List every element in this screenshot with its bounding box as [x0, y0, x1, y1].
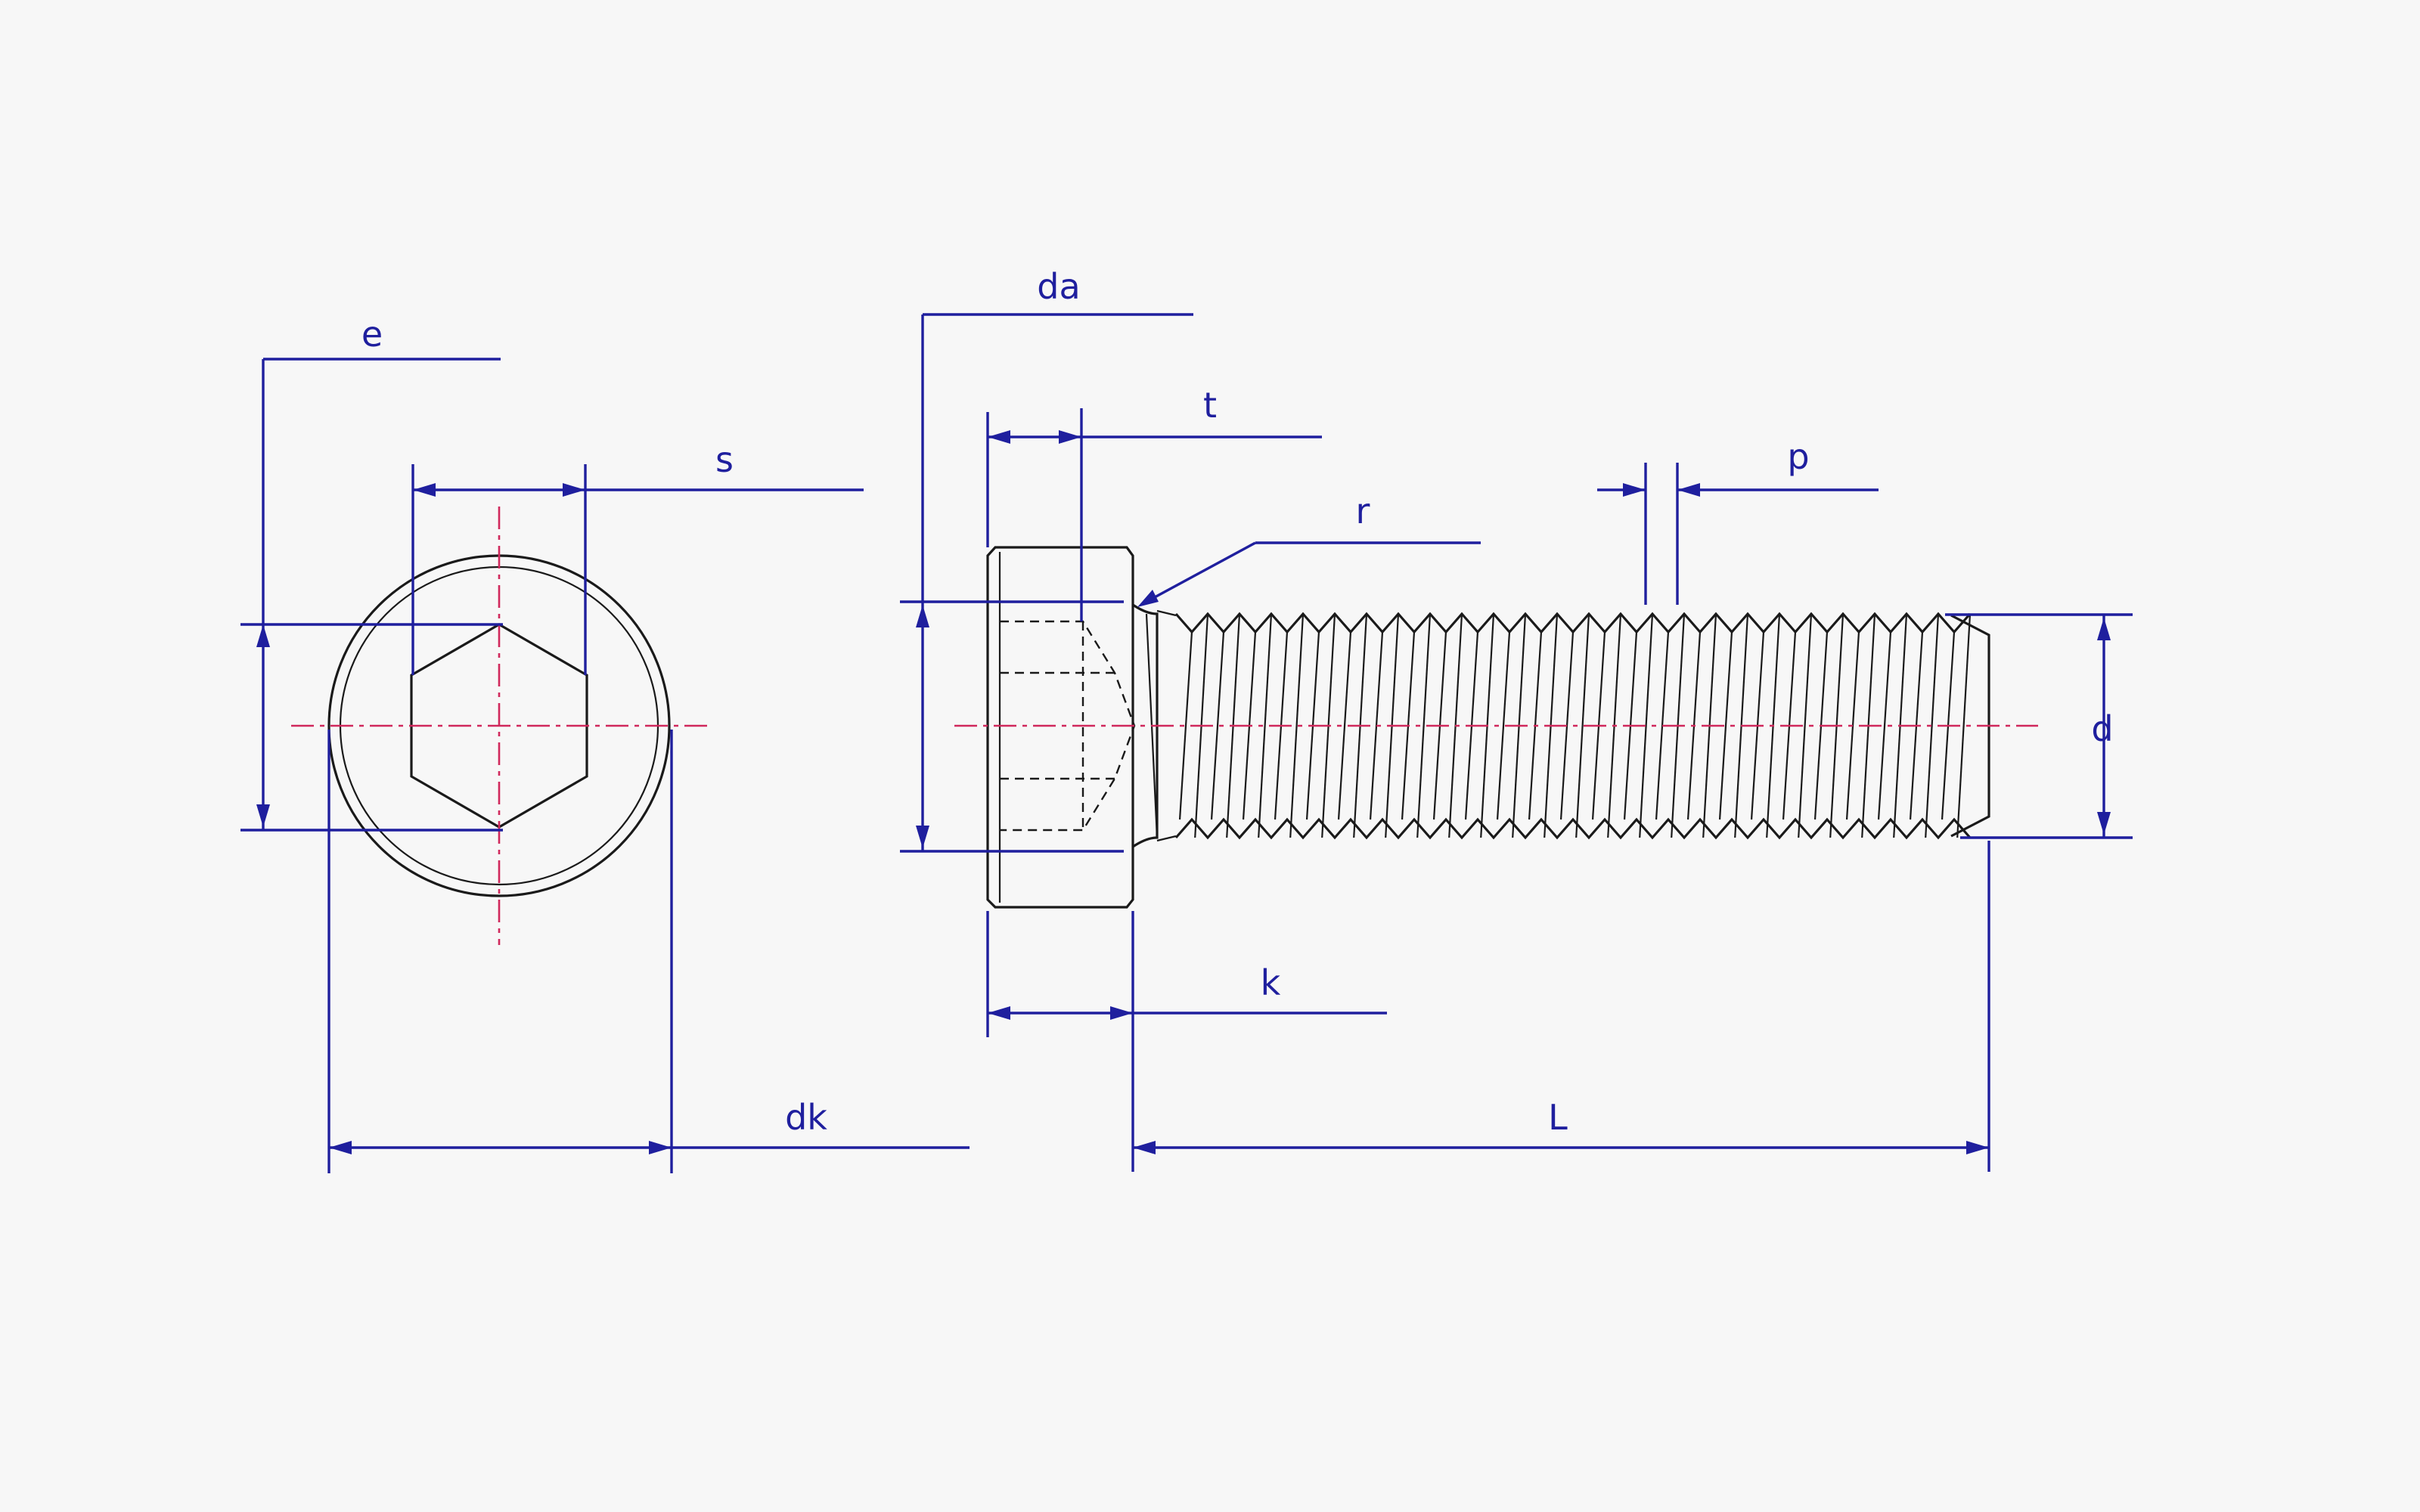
side-view [954, 546, 2038, 909]
label-p: p [1787, 436, 1809, 477]
label-d: d [2091, 708, 2113, 749]
dimension-p: p [1597, 436, 1879, 605]
dimension-s: s [411, 439, 864, 675]
dimension-e: e [240, 314, 503, 832]
dimension-dk: dk [327, 730, 970, 1173]
thread-root-line [1845, 631, 1860, 820]
thread-crest-line [1798, 613, 1813, 838]
label-da: da [1037, 266, 1080, 307]
thread-crest-line [1925, 613, 1940, 838]
thread-crest-line [1956, 613, 1972, 838]
thread-root-line [1559, 631, 1575, 820]
dimension-t: t [986, 385, 1322, 621]
dimension-da: da [900, 266, 1193, 853]
label-L: L [1548, 1097, 1568, 1138]
dimension-r: r [1137, 491, 1481, 607]
dimension-k: k [986, 911, 1387, 1172]
thread-crest-line [1258, 613, 1273, 838]
label-t: t [1203, 385, 1217, 426]
thread-root-line [1337, 631, 1352, 820]
end-view [291, 507, 711, 945]
thread-crest-line [1416, 613, 1432, 838]
thread-root-line [1210, 631, 1225, 820]
thread-crest-line [1575, 613, 1590, 838]
label-e: e [361, 314, 383, 355]
dimension-L: L [1133, 841, 1990, 1172]
thread-root-line [1178, 631, 1193, 820]
label-k: k [1261, 962, 1281, 1003]
thread-root-line [1718, 631, 1733, 820]
dimension-d: d [1945, 613, 2133, 839]
screw-head [986, 546, 1134, 909]
thread-profile-bottom [1174, 817, 1972, 840]
thread-root-line [1496, 631, 1511, 820]
label-r: r [1356, 491, 1370, 531]
label-s: s [715, 439, 734, 480]
thread-crest-line [1639, 613, 1654, 838]
thread-root-line [1877, 631, 1892, 820]
thread-crest-line [1289, 613, 1305, 838]
thread-profile-top [1174, 612, 1972, 634]
label-dk: dk [785, 1097, 827, 1138]
